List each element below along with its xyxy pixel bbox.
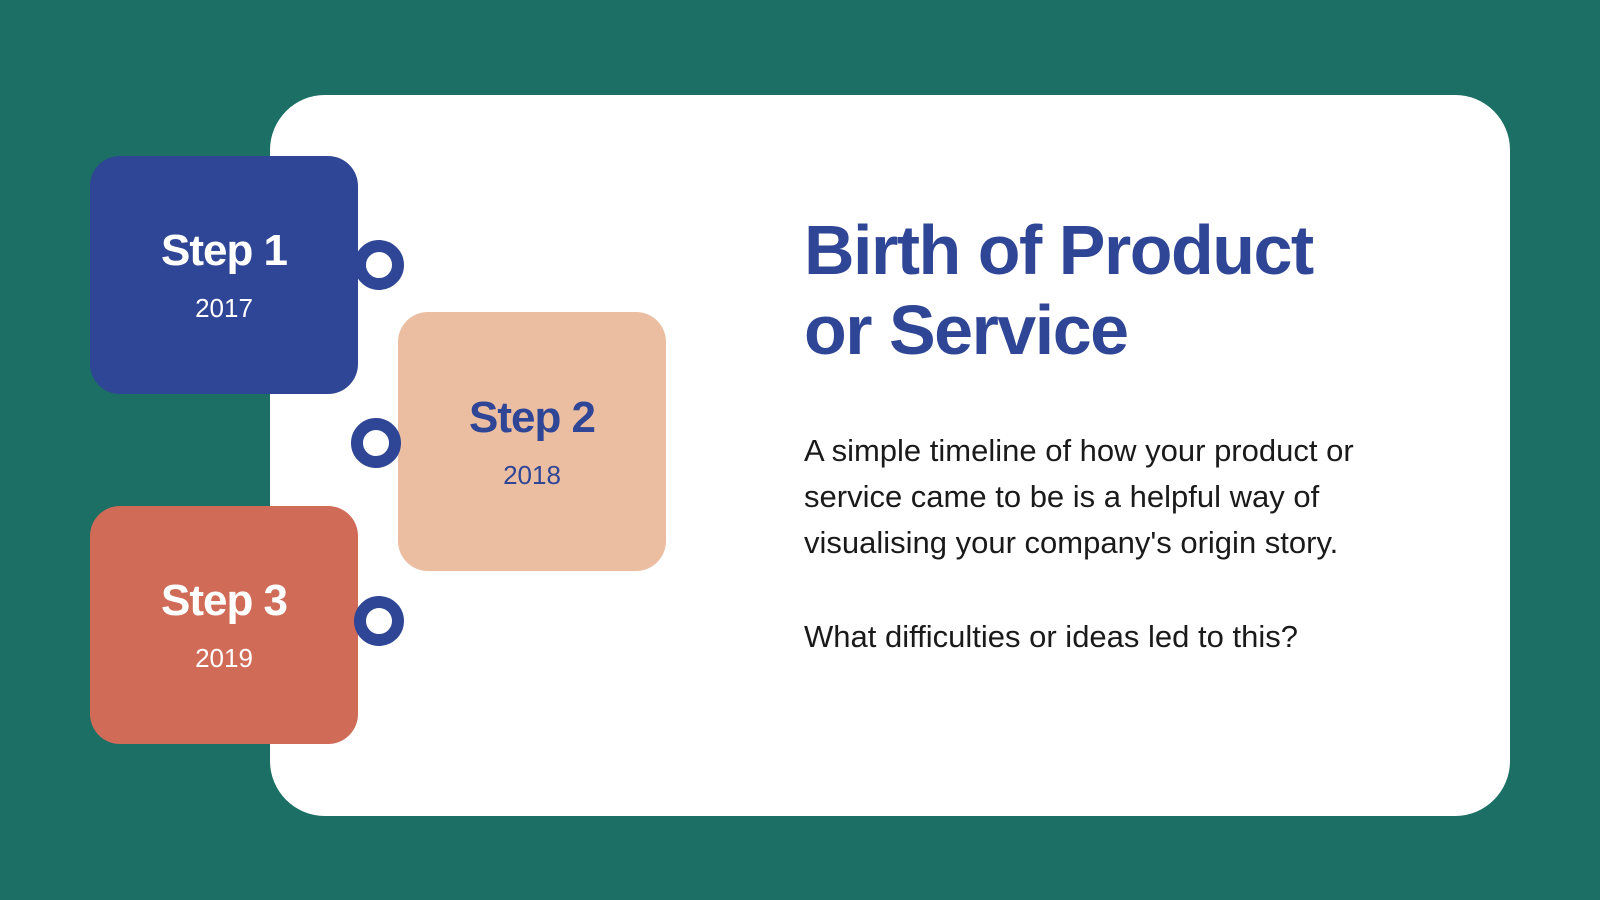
page-title-line-1: Birth of Product (804, 211, 1314, 289)
step-3-title: Step 3 (160, 576, 288, 625)
timeline-step-3: Step 3 2019 (90, 506, 358, 744)
timeline-dot-1 (354, 240, 404, 290)
description-text: A simple timeline of how your product or… (804, 433, 1354, 560)
timeline-step-1: Step 1 2017 (90, 156, 358, 394)
step-1-year: 2017 (195, 293, 253, 323)
step-2-title: Step 2 (468, 392, 596, 442)
question-text: What difficulties or ideas led to this? (804, 619, 1298, 654)
step-1-title: Step 1 (160, 226, 288, 275)
timeline-step-2: Step 2 2018 (398, 312, 666, 571)
timeline-dot-2 (351, 418, 401, 468)
step-2-year: 2018 (503, 459, 561, 490)
step-3-year: 2019 (195, 643, 253, 673)
page-title-line-2: or Service (804, 291, 1129, 369)
timeline-dot-3 (354, 596, 404, 646)
